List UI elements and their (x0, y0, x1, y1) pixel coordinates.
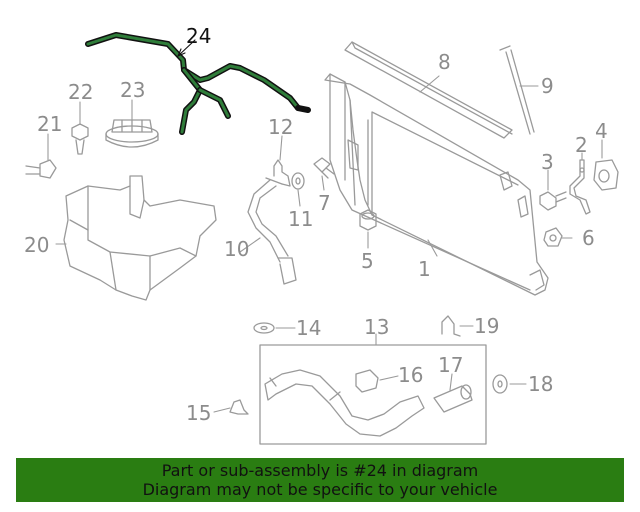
part-6-nut (543, 227, 563, 247)
part-11-washer (291, 172, 305, 190)
banner-line-disclaimer: Diagram may not be specific to your vehi… (142, 480, 498, 499)
callout-numbers: 1 2 3 4 5 6 7 8 9 10 11 12 13 14 15 16 1… (24, 24, 608, 425)
part-20-reservoir (63, 175, 217, 301)
callout-17: 17 (438, 353, 463, 377)
part-18-washer (492, 374, 508, 394)
callout-22: 22 (68, 80, 93, 104)
part-12-clip (273, 159, 291, 187)
banner-line-part: Part or sub-assembly is #24 in diagram (161, 461, 479, 480)
callout-2: 2 (575, 133, 588, 157)
callout-23: 23 (120, 78, 145, 102)
callout-18: 18 (528, 372, 553, 396)
callout-6: 6 (582, 226, 595, 250)
part-5-grommet (359, 209, 377, 231)
part-3-bolt (539, 191, 567, 211)
callout-11: 11 (288, 207, 313, 231)
callout-21: 21 (37, 112, 62, 136)
part-4-isolator (593, 159, 619, 191)
callout-4: 4 (595, 119, 608, 143)
callout-5: 5 (361, 249, 374, 273)
callout-10: 10 (224, 237, 249, 261)
callout-7: 7 (318, 191, 331, 215)
part-9-rod (499, 45, 535, 135)
callout-14: 14 (296, 316, 321, 340)
callout-15: 15 (186, 401, 211, 425)
callout-9: 9 (541, 74, 554, 98)
part-23-cap (105, 119, 159, 148)
part-16-connector (355, 369, 379, 393)
leader-lines (47, 39, 603, 413)
part-8-seal (344, 41, 513, 139)
part-24-hose (85, 32, 311, 135)
part-22-nut (71, 123, 89, 155)
part-15-clip (229, 399, 249, 415)
callout-1: 1 (418, 257, 431, 281)
part-7-sensor (313, 157, 335, 179)
callout-19: 19 (474, 314, 499, 338)
callout-8: 8 (438, 50, 451, 74)
callout-3: 3 (541, 150, 554, 174)
callout-13: 13 (364, 315, 389, 339)
callout-12: 12 (268, 115, 293, 139)
callout-24-highlighted: 24 (186, 24, 211, 48)
part-17-fitting (433, 384, 473, 413)
part-13-assembly-box (259, 344, 487, 445)
part-1-radiator (324, 73, 549, 296)
callout-16: 16 (398, 363, 423, 387)
part-10-hose (247, 177, 297, 285)
vehicle-fit-banner: Part or sub-assembly is #24 in diagram D… (16, 458, 624, 502)
part-21-bolt (25, 159, 57, 179)
callout-20: 20 (24, 233, 49, 257)
part-19-clip (441, 315, 461, 337)
part-2-bracket (569, 159, 591, 215)
part-14-washer (253, 322, 275, 334)
